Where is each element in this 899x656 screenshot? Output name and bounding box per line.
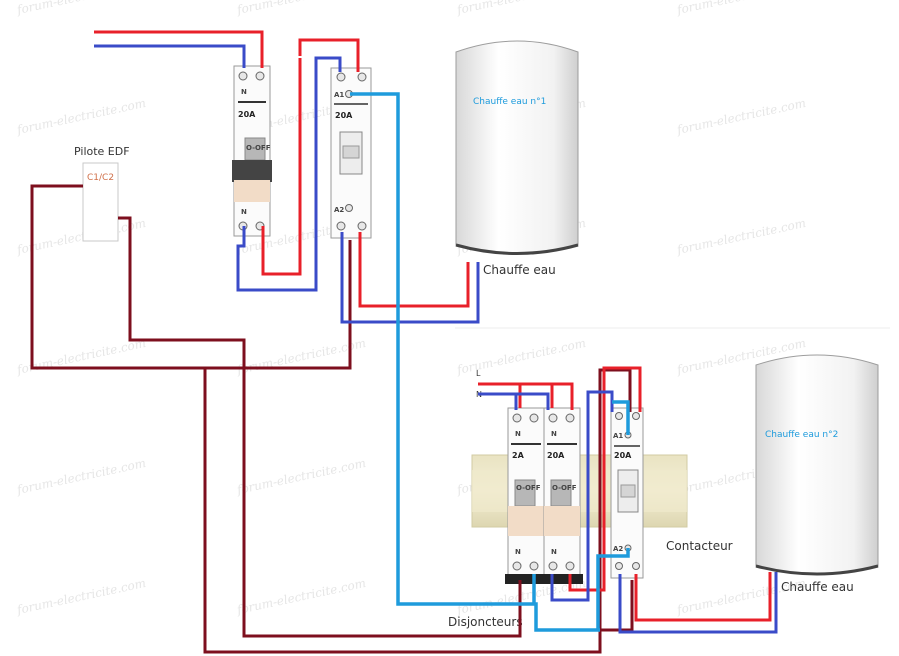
water-heater-2: Chauffe eau n°2 Chauffe eau (755, 354, 879, 594)
watermark: forum-electricite.com (675, 0, 807, 17)
control-wire-contactor-a1 (612, 400, 630, 435)
disjoncteurs-label: Disjoncteurs (448, 615, 523, 629)
heater-1-name: Chauffe eau n°1 (473, 97, 546, 107)
watermark: forum-electricite.com (235, 576, 367, 617)
contactor-top: A1 20A A2 (330, 67, 372, 239)
neutral-bus-bottom (516, 392, 550, 410)
contactor-bottom: A1 20A A2 (610, 407, 644, 579)
water-heater-1: Chauffe eau n°1 Chauffe eau (455, 40, 579, 277)
breaker-20a-neutral-label: N (551, 430, 557, 438)
breaker-2a-handle-text: O-OFF (516, 484, 541, 492)
wires (30, 30, 778, 654)
contactor-top-rating: 20A (335, 111, 353, 120)
neutral-to-contactor-bottom (550, 390, 614, 602)
phase-bus-bottom (518, 382, 574, 410)
neutral-wires (94, 44, 778, 634)
breaker-20a-handle-text: O-OFF (552, 484, 577, 492)
heater-2-label: Chauffe eau (781, 580, 854, 594)
watermark: forum-electricite.com (15, 336, 147, 377)
watermarks: forum-electricite.com forum-electricite.… (15, 0, 807, 617)
pilote-contact: C1/C2 (87, 173, 114, 183)
pilote-edf: Pilote EDF C1/C2 (74, 145, 130, 242)
breaker-top-handle-text: O-OFF (246, 144, 271, 152)
control-wire-a1 (350, 92, 600, 632)
phase-breaker-to-contactor (261, 58, 302, 276)
watermark: forum-electricite.com (15, 216, 147, 257)
contactor-bottom-rating: 20A (614, 451, 632, 460)
breaker-base-clip (505, 574, 583, 584)
watermark: forum-electricite.com (15, 576, 147, 617)
breaker-20a-neutral-bottom-label: N (551, 548, 557, 556)
neutral-supply-top (94, 44, 246, 68)
breaker-top-rating: 20A (238, 110, 256, 119)
watermark: forum-electricite.com (15, 96, 147, 137)
contacteur-label: Contacteur (666, 539, 733, 553)
contactor-top-a1: A1 (334, 91, 344, 99)
neutral-to-heater-2 (618, 572, 778, 634)
contactor-top-a2: A2 (334, 206, 344, 214)
control-wires (350, 92, 630, 632)
breaker-top-neutral-bottom-label: N (241, 208, 247, 216)
neutral-to-heater-1 (340, 232, 480, 324)
pilot-wires (30, 184, 634, 654)
breaker-20a: N 20A O-OFF N (543, 407, 581, 581)
breaker-2a: N 2A O-OFF N (507, 407, 545, 581)
phase-to-contactor-bottom (568, 366, 642, 592)
phase-wires (94, 30, 772, 622)
watermark: forum-electricite.com (455, 0, 587, 17)
contactor-bottom-a1: A1 (613, 432, 623, 440)
watermark: forum-electricite.com (235, 0, 367, 17)
watermark: forum-electricite.com (455, 336, 587, 377)
watermark: forum-electricite.com (675, 96, 807, 137)
watermark: forum-electricite.com (15, 456, 147, 497)
phase-to-heater-1 (358, 232, 470, 308)
neutral-breaker-to-contactor (236, 56, 342, 292)
breaker-top: N 20A O-OFF N (232, 65, 272, 237)
supply-l-label: L (476, 369, 481, 378)
watermark: forum-electricite.com (235, 456, 367, 497)
heater-2-name: Chauffe eau n°2 (765, 430, 838, 440)
pilot-wire-return (203, 368, 632, 654)
breaker-2a-rating: 2A (512, 451, 525, 460)
control-wire-contactor-a2 (596, 548, 630, 630)
phase-to-heater-2 (634, 572, 772, 622)
breaker-2a-neutral-bottom-label: N (515, 548, 521, 556)
watermark: forum-electricite.com (15, 0, 147, 17)
breaker-20a-rating: 20A (547, 451, 565, 460)
phase-to-contactor-top (298, 38, 360, 72)
pilot-wire-c1 (30, 184, 352, 370)
heater-1-label: Chauffe eau (483, 263, 556, 277)
contactor-bottom-a2: A2 (613, 545, 623, 553)
watermark: forum-electricite.com (675, 216, 807, 257)
pilote-title: Pilote EDF (74, 145, 130, 158)
breaker-top-neutral-label: N (241, 88, 247, 96)
breaker-2a-neutral-label: N (515, 430, 521, 438)
phase-supply-top (94, 30, 264, 68)
pilot-wire-c2 (118, 216, 522, 638)
watermark: forum-electricite.com (235, 336, 367, 377)
pilot-wire-contactor (600, 580, 634, 632)
